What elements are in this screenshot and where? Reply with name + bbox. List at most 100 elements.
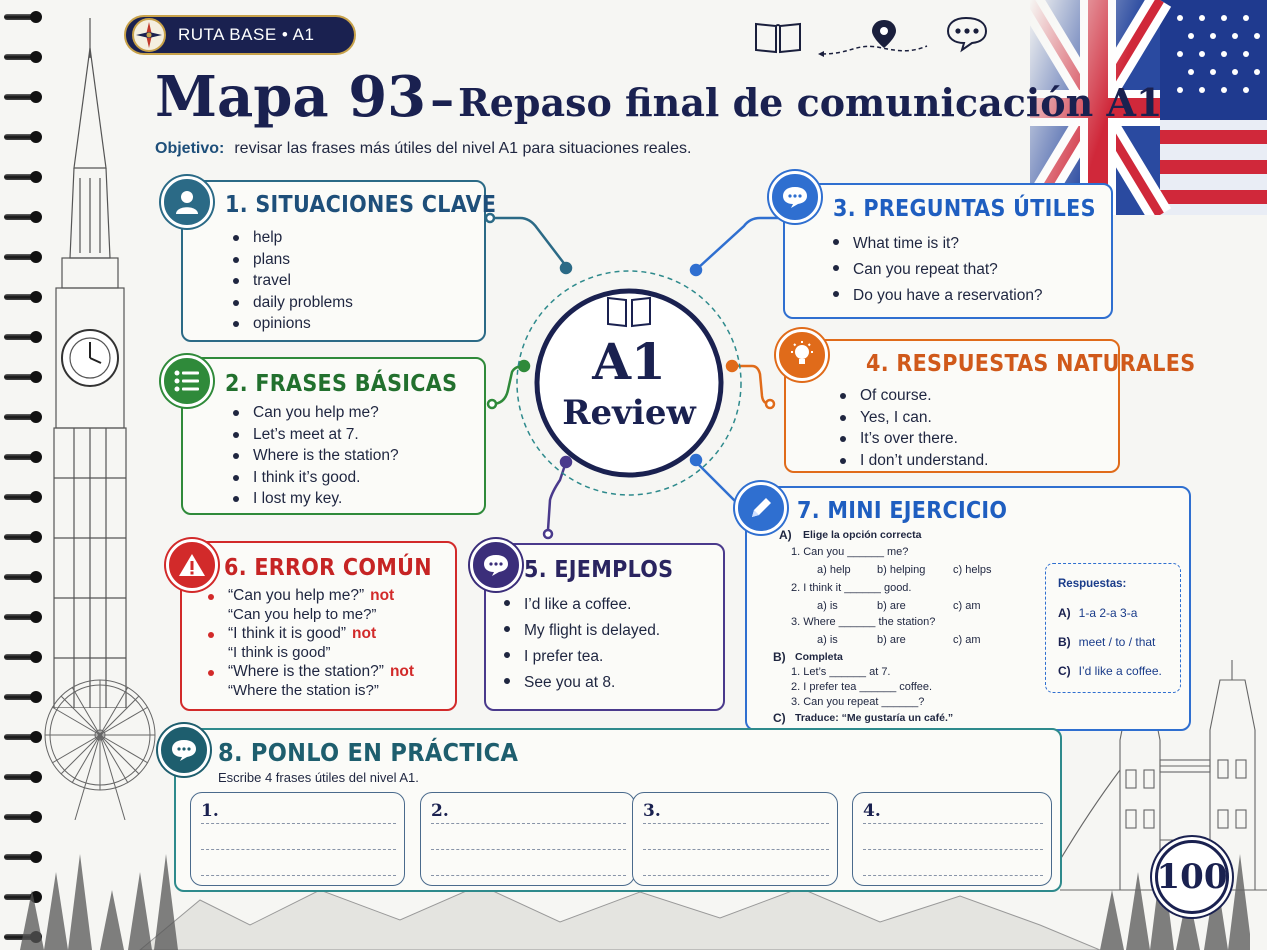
list-item: I lost my key. bbox=[229, 488, 399, 510]
list-item: Of course. bbox=[836, 385, 988, 407]
practice-box[interactable]: 4. bbox=[852, 792, 1052, 886]
practice-box[interactable]: 2. bbox=[420, 792, 635, 886]
spiral-ring bbox=[4, 50, 42, 64]
spiral-ring bbox=[4, 730, 42, 744]
tree-sketch bbox=[1126, 872, 1150, 950]
frases-list: Can you help me? Let’s meet at 7. Where … bbox=[229, 402, 399, 510]
tree-sketch bbox=[100, 890, 124, 950]
card-title: 5. EJEMPLOS bbox=[524, 557, 674, 583]
spiral-ring bbox=[4, 530, 42, 544]
objective-label: Objetivo: bbox=[155, 140, 225, 157]
tree-sketch bbox=[1228, 854, 1250, 950]
question-2: 2. I think it ______ good. bbox=[791, 582, 912, 594]
answer-b: B)meet / to / that bbox=[1058, 635, 1155, 649]
option: c) am bbox=[953, 600, 981, 612]
answers-box: Respuestas: A)1-a 2-a 3-a B)meet / to / … bbox=[1045, 563, 1181, 693]
card-title: 2. FRASES BÁSICAS bbox=[225, 371, 458, 397]
chat-icon bbox=[158, 724, 210, 776]
title-subtitle: Repaso final de comunicación A1 bbox=[458, 80, 1163, 125]
question-1: 1. Can you ______ me? bbox=[791, 546, 909, 558]
lightbulb-icon bbox=[776, 329, 828, 381]
ejemplos-list: I’d like a coffee. My flight is delayed.… bbox=[500, 592, 660, 696]
speech-bubble-icon bbox=[946, 16, 988, 53]
ruta-base-badge: RUTA BASE • A1 bbox=[124, 15, 356, 55]
not-label: not bbox=[370, 587, 395, 604]
tree-sketch bbox=[68, 854, 92, 950]
incorrect-form: “I think is good” bbox=[228, 644, 331, 661]
fill-3: 3. Can you repeat ______? bbox=[791, 696, 925, 708]
list-item: Where is the station? bbox=[229, 445, 399, 467]
answer-text: 1-a 2-a 3-a bbox=[1078, 606, 1138, 620]
list-item: “Where is the station?” not bbox=[204, 662, 414, 681]
spiral-ring bbox=[4, 450, 42, 464]
incorrect-form: “Where the station is?” bbox=[228, 682, 379, 699]
uk-us-flag-graphic bbox=[1030, 0, 1267, 215]
option: a) is bbox=[817, 634, 838, 646]
section-c-text: Traduce: “Me gustaría un café.” bbox=[795, 712, 954, 724]
answers-title: Respuestas: bbox=[1058, 578, 1127, 590]
spiral-ring bbox=[4, 770, 42, 784]
list-item: travel bbox=[229, 270, 353, 292]
not-label: not bbox=[389, 663, 415, 680]
card-title: 8. PONLO EN PRÁCTICA bbox=[218, 738, 519, 767]
option: c) helps bbox=[953, 564, 992, 576]
section-a-label: A) bbox=[779, 528, 792, 542]
spiral-ring bbox=[4, 810, 42, 824]
spiral-ring bbox=[4, 650, 42, 664]
list-item: daily problems bbox=[229, 292, 353, 314]
warning-icon bbox=[166, 539, 218, 591]
answer-a: A)1-a 2-a 3-a bbox=[1058, 606, 1137, 620]
section-b-label: B) bbox=[773, 650, 786, 664]
preguntas-list: What time is it? Can you repeat that? Do… bbox=[829, 231, 1043, 309]
list-icon bbox=[161, 355, 213, 407]
spiral-ring bbox=[4, 410, 42, 424]
spiral-ring bbox=[4, 690, 42, 704]
spiral-ring bbox=[4, 10, 42, 24]
compass-icon bbox=[132, 18, 166, 52]
a1-review-hub bbox=[516, 270, 742, 496]
list-item: help bbox=[229, 227, 353, 249]
spiral-ring bbox=[4, 570, 42, 584]
forest-sketch bbox=[20, 854, 1250, 950]
practice-box[interactable]: 3. bbox=[632, 792, 838, 886]
spiral-ring bbox=[4, 290, 42, 304]
user-icon bbox=[161, 176, 213, 228]
question-3: 3. Where ______ the station? bbox=[791, 616, 936, 628]
hub-label-review: Review bbox=[562, 393, 696, 433]
option: c) am bbox=[953, 634, 981, 646]
list-item: “Can you help me?”not bbox=[204, 586, 414, 605]
card-title: 3. PREGUNTAS ÚTILES bbox=[833, 196, 1096, 222]
correct-form: “Where is the station?” bbox=[228, 663, 384, 680]
top-decor-icons bbox=[755, 16, 988, 57]
list-item: It’s over there. bbox=[836, 428, 988, 450]
list-item: I prefer tea. bbox=[500, 644, 660, 670]
practice-box[interactable]: 1. bbox=[190, 792, 405, 886]
option: a) help bbox=[817, 564, 851, 576]
list-item: What time is it? bbox=[829, 231, 1043, 257]
tree-sketch bbox=[154, 854, 178, 950]
objective-line: Objetivo:revisar las frases más útiles d… bbox=[155, 140, 691, 158]
section-c-label: C) bbox=[773, 711, 786, 725]
answer-label: B) bbox=[1058, 635, 1071, 649]
hub-label-a1: A1 bbox=[592, 332, 666, 391]
list-item: I’d like a coffee. bbox=[500, 592, 660, 618]
card-preguntas-utiles: 3. PREGUNTAS ÚTILES What time is it? Can… bbox=[769, 171, 1113, 319]
tree-sketch bbox=[1100, 890, 1124, 950]
spiral-ring bbox=[4, 170, 42, 184]
practice-number: 3. bbox=[643, 801, 661, 821]
card-title: 1. SITUACIONES CLAVE bbox=[225, 192, 497, 218]
book-icon bbox=[607, 296, 651, 328]
option: b) are bbox=[877, 600, 906, 612]
tree-sketch bbox=[44, 872, 68, 950]
pencil-icon bbox=[735, 482, 787, 534]
list-item: I don’t understand. bbox=[836, 450, 988, 472]
page-title: Mapa 93–Repaso final de comunicación A1 bbox=[155, 64, 1162, 134]
option: b) helping bbox=[877, 564, 926, 576]
tree-sketch bbox=[1204, 872, 1228, 950]
title-main: Mapa 93 bbox=[155, 64, 427, 130]
option: a) is bbox=[817, 600, 838, 612]
spiral-ring bbox=[4, 250, 42, 264]
card-ponlo-en-practica: 8. PONLO EN PRÁCTICA Escribe 4 frases út… bbox=[158, 724, 1062, 892]
